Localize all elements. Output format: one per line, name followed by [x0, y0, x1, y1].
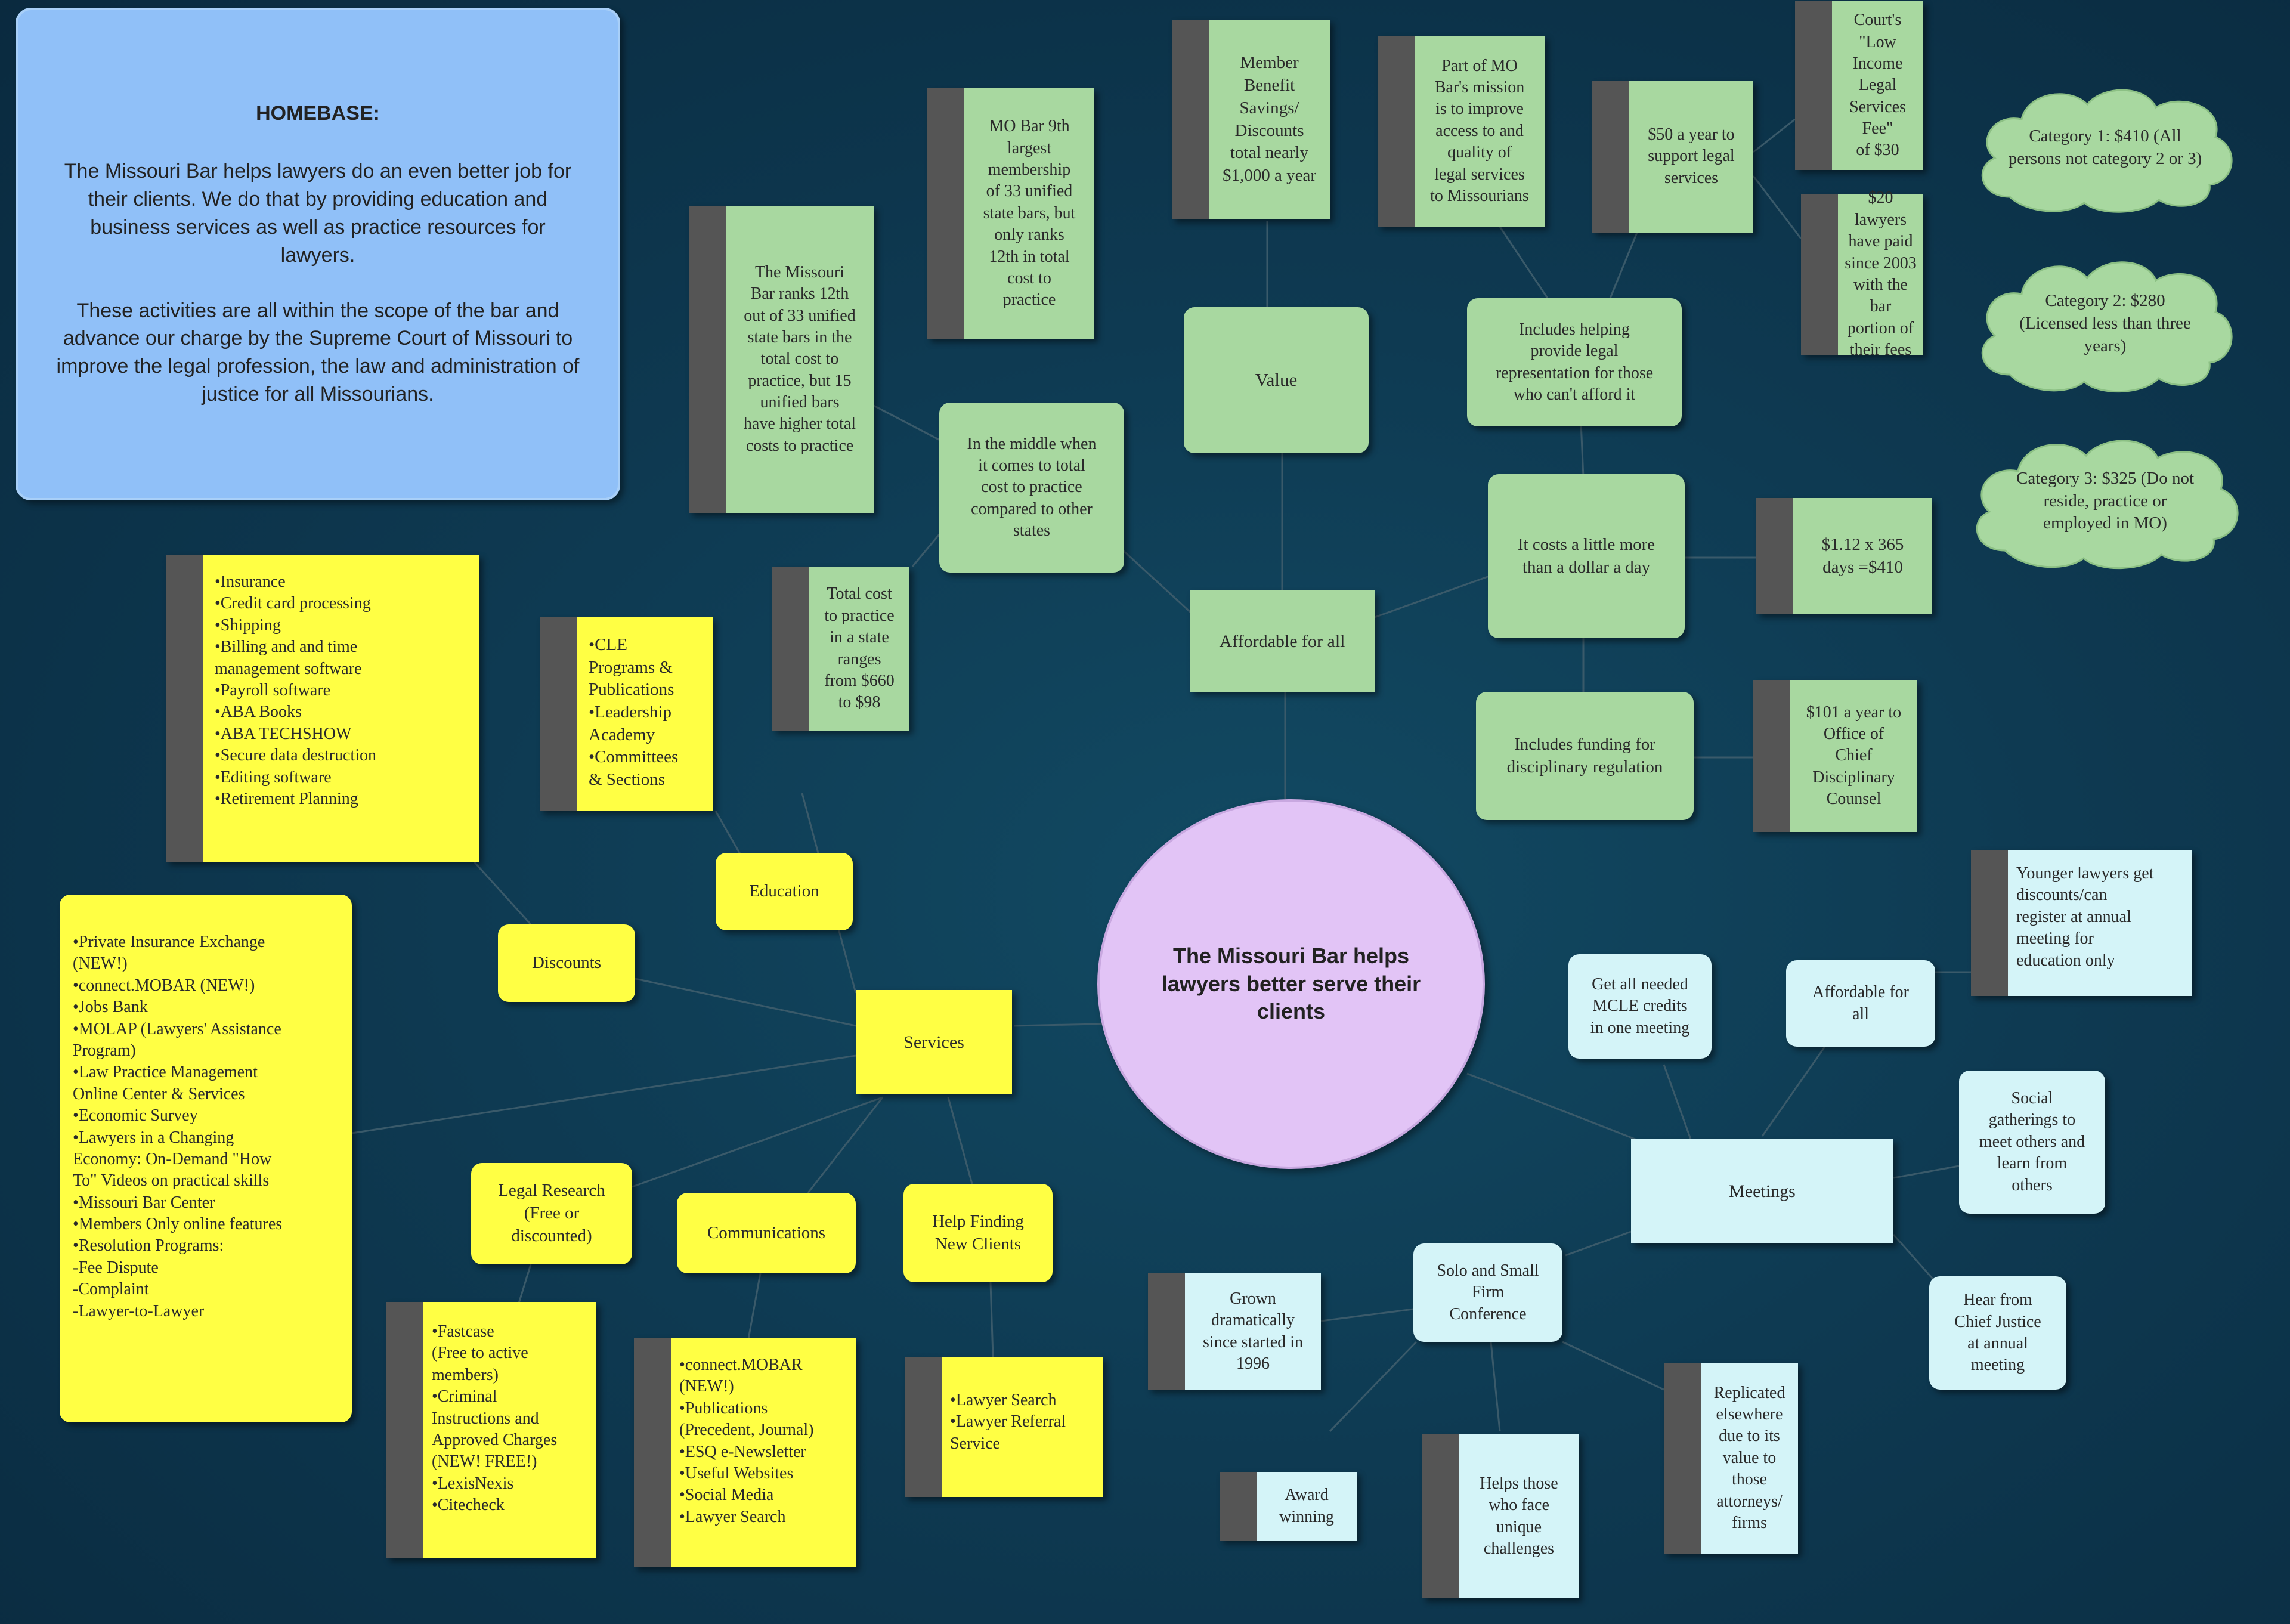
- discounts-list-note: •Insurance •Credit card processing •Ship…: [166, 555, 479, 862]
- hear-chief-justice-node: Hear from Chief Justice at annual meetin…: [1929, 1276, 2066, 1390]
- solo-small-firm-node: Solo and Small Firm Conference: [1413, 1243, 1562, 1342]
- communications-node: Communications: [677, 1193, 856, 1273]
- cloud-shape-icon: [1981, 89, 2233, 213]
- category-3-cloud: Category 3: $325 (Do not reside, practic…: [1962, 428, 2248, 574]
- cloud-shape-icon: [1976, 440, 2239, 570]
- homebase-paragraph-2: These activities are all within the scop…: [56, 299, 580, 406]
- social-gatherings-node: Social gatherings to meet others and lea…: [1959, 1071, 2105, 1214]
- help-finding-clients-node: Help Finding New Clients: [903, 1184, 1053, 1282]
- cloud-shape-icon: [1981, 261, 2233, 393]
- homebase-paragraph-1: The Missouri Bar helps lawyers do an eve…: [64, 159, 572, 267]
- education-node: Education: [716, 853, 853, 930]
- help-finding-list-note: •Lawyer Search •Lawyer Referral Service: [905, 1357, 1103, 1497]
- category-3-text: Category 3: $325 (Do not reside, practic…: [2016, 468, 2194, 533]
- calc-note: $1.12 x 365 days =$410: [1756, 498, 1932, 614]
- homebase-title: HOMEBASE:: [256, 102, 380, 125]
- middle-cost-node: In the middle when it comes to total cos…: [939, 403, 1124, 573]
- ninth-largest-note: MO Bar 9th largest membership of 33 unif…: [927, 88, 1094, 339]
- grown-dramatically-note: Grown dramatically since started in 1996: [1148, 1273, 1321, 1390]
- meetings-node: Meetings: [1631, 1139, 1893, 1243]
- services-list-note: •Private Insurance Exchange (NEW!) •conn…: [60, 895, 352, 1422]
- homebase-panel: HOMEBASE: The Missouri Bar helps lawyers…: [16, 8, 620, 500]
- category-2-cloud: Category 2: $280 (Licensed less than thr…: [1968, 249, 2242, 398]
- disciplinary-funding-node: Includes funding for disciplinary regula…: [1476, 692, 1694, 820]
- legal-research-list-note: •Fastcase (Free to active members) •Crim…: [386, 1302, 596, 1558]
- education-list-note: •CLE Programs & Publications •Leadership…: [540, 617, 713, 811]
- twenty-paid-note: $20 lawyers have paid since 2003 with th…: [1801, 188, 1923, 359]
- legal-research-node: Legal Research (Free or discounted): [471, 1163, 632, 1264]
- replicated-note: Replicated elsewhere due to its value to…: [1664, 1363, 1798, 1554]
- discounts-node: Discounts: [498, 924, 635, 1002]
- category-2-text: Category 2: $280 (Licensed less than thr…: [2019, 291, 2191, 355]
- fifty-year-note: $50 a year to support legal services: [1592, 81, 1753, 233]
- includes-helping-node: Includes helping provide legal represent…: [1467, 298, 1682, 426]
- chief-counsel-note: $101 a year to Office of Chief Disciplin…: [1753, 680, 1917, 832]
- award-winning-note: Award winning: [1220, 1472, 1357, 1541]
- dollar-a-day-node: It costs a little more than a dollar a d…: [1488, 474, 1685, 638]
- court-fee-note: Court's "Low Income Legal Services Fee" …: [1795, 1, 1923, 170]
- mission-note: Part of MO Bar's mission is to improve a…: [1378, 36, 1545, 227]
- ranks-12th-note: The Missouri Bar ranks 12th out of 33 un…: [689, 206, 874, 513]
- value-node: Value: [1184, 307, 1369, 453]
- member-savings-note: Member Benefit Savings/ Discounts total …: [1172, 20, 1330, 219]
- center-node: The Missouri Bar helps lawyers better se…: [1097, 799, 1485, 1169]
- services-node: Services: [856, 990, 1012, 1094]
- mcle-node: Get all needed MCLE credits in one meeti…: [1568, 954, 1712, 1059]
- helps-those-note: Helps those who face unique challenges: [1422, 1434, 1579, 1598]
- category-1-text: Category 1: $410 (All persons not catego…: [2008, 126, 2202, 168]
- total-cost-range-note: Total cost to practice in a state ranges…: [772, 567, 909, 731]
- affordable-for-all-node: Affordable for all: [1190, 590, 1375, 692]
- communications-list-note: •connect.MOBAR (NEW!) •Publications (Pre…: [634, 1338, 856, 1567]
- younger-lawyers-note: Younger lawyers get discounts/can regist…: [1971, 850, 2192, 996]
- category-1-cloud: Category 1: $410 (All persons not catego…: [1968, 78, 2242, 218]
- meetings-affordable-node: Affordable for all: [1786, 960, 1935, 1047]
